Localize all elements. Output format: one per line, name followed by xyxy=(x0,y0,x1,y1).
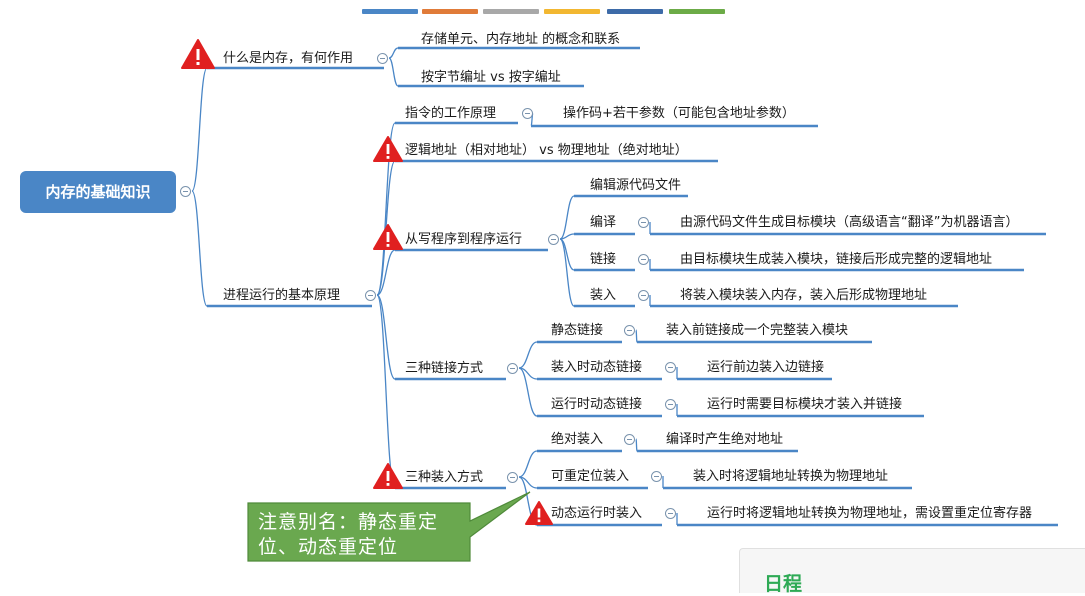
edge-connector xyxy=(559,195,575,240)
node-opcode-params[interactable]: 操作码+若干参数（可能包含地址参数） xyxy=(563,106,795,121)
node-load-time-dynamic-link[interactable]: 装入时动态链接 xyxy=(551,360,643,375)
edge-connector xyxy=(388,47,399,59)
node-compile-desc[interactable]: 由源代码文件生成目标模块（高级语言“翻译”为机器语言） xyxy=(680,215,1019,230)
node-logical-vs-physical[interactable]: 逻辑地址（相对地址） vs 物理地址（绝对地址） xyxy=(405,143,688,158)
collapse-toggle-icon[interactable] xyxy=(522,108,533,119)
node-link[interactable]: 链接 xyxy=(590,252,617,267)
edge-connector xyxy=(635,438,638,452)
color-bar xyxy=(483,9,539,14)
color-bar xyxy=(544,9,600,14)
node-run-time-dynamic-link-desc[interactable]: 运行时需要目标模块才装入并链接 xyxy=(707,397,903,412)
collapse-toggle-icon[interactable] xyxy=(638,290,649,301)
node-relocatable-load-desc[interactable]: 装入时将逻辑地址转换为物理地址 xyxy=(693,469,889,484)
node-three-link-methods[interactable]: 三种链接方式 xyxy=(405,361,484,376)
node-static-link-desc[interactable]: 装入前链接成一个完整装入模块 xyxy=(666,323,849,338)
color-bar xyxy=(362,9,418,14)
node-storage-unit[interactable]: 存储单元、内存地址 的概念和联系 xyxy=(421,32,621,47)
node-three-load-methods[interactable]: 三种装入方式 xyxy=(405,470,484,485)
color-bar xyxy=(422,9,478,14)
collapse-toggle-icon[interactable] xyxy=(651,471,662,482)
collapse-toggle-icon[interactable] xyxy=(377,53,388,64)
callout-bubble xyxy=(247,491,531,562)
color-bar xyxy=(669,9,725,14)
collapse-toggle-icon[interactable] xyxy=(624,325,635,336)
edge-connector xyxy=(518,341,538,369)
node-static-link[interactable]: 静态链接 xyxy=(551,323,604,338)
node-what-is-memory[interactable]: 什么是内存，有何作用 xyxy=(223,51,354,66)
node-compile[interactable]: 编译 xyxy=(590,215,617,230)
node-dynamic-run-load-desc[interactable]: 运行时将逻辑地址转换为物理地址，需设置重定位寄存器 xyxy=(707,506,1033,521)
edge-connector xyxy=(388,57,399,87)
warning-triangle-icon xyxy=(525,501,553,525)
edge-connector xyxy=(191,67,208,192)
theme-color-bars xyxy=(362,9,725,14)
node-load[interactable]: 装入 xyxy=(590,288,617,303)
warning-triangle-icon xyxy=(373,224,403,250)
node-load-time-dynamic-link-desc[interactable]: 运行前边装入边链接 xyxy=(707,360,825,375)
root-node[interactable]: 内存的基础知识 xyxy=(20,171,176,213)
edge-connector xyxy=(191,190,208,307)
node-process-principle[interactable]: 进程运行的基本原理 xyxy=(223,288,341,303)
collapse-toggle-icon[interactable] xyxy=(507,472,518,483)
edge-connector xyxy=(376,249,396,296)
collapse-toggle-icon[interactable] xyxy=(638,217,649,228)
collapse-toggle-icon[interactable] xyxy=(665,508,676,519)
edge-connector xyxy=(376,294,396,489)
schedule-panel: 日程 xyxy=(739,548,1085,595)
node-relocatable-load[interactable]: 可重定位装入 xyxy=(551,469,630,484)
edge-connector xyxy=(518,367,538,417)
node-absolute-load-desc[interactable]: 编译时产生绝对地址 xyxy=(666,432,784,447)
collapse-toggle-icon[interactable] xyxy=(624,434,635,445)
callout-shape xyxy=(247,491,531,562)
node-write-to-run[interactable]: 从写程序到程序运行 xyxy=(405,232,523,247)
collapse-toggle-icon[interactable] xyxy=(548,234,559,245)
node-byte-vs-word[interactable]: 按字节编址 vs 按字编址 xyxy=(421,70,561,85)
warning-triangle-icon xyxy=(373,463,403,489)
node-edit-source[interactable]: 编辑源代码文件 xyxy=(590,178,682,193)
node-dynamic-run-load[interactable]: 动态运行时装入 xyxy=(551,506,643,521)
collapse-toggle-icon[interactable] xyxy=(638,254,649,265)
collapse-toggle-icon[interactable] xyxy=(365,290,376,301)
schedule-title[interactable]: 日程 xyxy=(764,573,803,595)
edge-connector xyxy=(376,294,396,380)
color-bar xyxy=(607,9,663,14)
collapse-toggle-icon[interactable] xyxy=(180,186,191,197)
node-absolute-load[interactable]: 绝对装入 xyxy=(551,432,604,447)
collapse-toggle-icon[interactable] xyxy=(507,363,518,374)
collapse-toggle-icon[interactable] xyxy=(665,362,676,373)
edge-connector xyxy=(518,450,538,478)
warning-triangle-icon xyxy=(181,39,215,69)
warning-triangle-icon xyxy=(373,136,403,162)
node-load-desc[interactable]: 将装入模块装入内存，装入后形成物理地址 xyxy=(680,288,928,303)
edge-connector xyxy=(635,329,638,343)
node-run-time-dynamic-link[interactable]: 运行时动态链接 xyxy=(551,397,643,412)
node-underlines xyxy=(207,46,1058,527)
edge-connector xyxy=(559,238,575,307)
node-instruction-principle[interactable]: 指令的工作原理 xyxy=(405,106,497,121)
callout-note: 注意别名：静态重定位、动态重定位 xyxy=(258,511,439,558)
node-link-desc[interactable]: 由目标模块生成装入模块，链接后形成完整的逻辑地址 xyxy=(680,252,993,267)
collapse-toggle-icon[interactable] xyxy=(665,399,676,410)
